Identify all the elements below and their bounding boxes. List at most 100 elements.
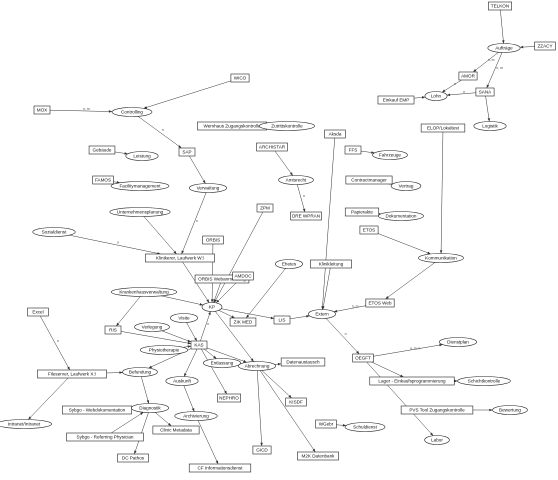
node-nephro[interactable]: NEPHRO xyxy=(217,393,241,403)
node-physiotherapie[interactable]: Physiotherapie xyxy=(139,345,189,355)
node-cf_information[interactable]: CF Informationsdienst xyxy=(188,463,252,473)
node-fahrzeuge[interactable]: Fahrzeuge xyxy=(372,150,408,160)
node-amdoc[interactable]: AMDOC xyxy=(232,271,254,281)
edge-line xyxy=(183,385,195,412)
node-contractmanager[interactable]: Contractmanager xyxy=(345,175,393,185)
node-dienstplan[interactable]: Dienstplan xyxy=(438,337,478,347)
edge-line xyxy=(257,370,263,447)
node-dc_pathos[interactable]: DC Pathos xyxy=(117,453,149,463)
node-m2k[interactable]: M2K Datenbank xyxy=(297,451,339,461)
edge-label: n xyxy=(207,322,209,326)
node-zik_med[interactable]: ZIK MED xyxy=(229,317,257,327)
edge-line xyxy=(154,412,172,427)
node-zpm[interactable]: ZPM xyxy=(256,203,274,213)
node-orbis[interactable]: ORBIS xyxy=(202,235,224,245)
node-archistar[interactable]: ARCHISTAR xyxy=(256,142,288,152)
node-wgebr[interactable]: WGebr xyxy=(315,419,337,429)
node-verlegung[interactable]: Verlegung xyxy=(134,322,170,332)
node-visite[interactable]: Visite xyxy=(170,313,198,323)
node-leistung[interactable]: Leistung xyxy=(125,151,159,161)
node-etos_web[interactable]: ETOS Web xyxy=(365,298,395,308)
node-clinic_meta[interactable]: Clinic Metadata xyxy=(152,425,200,435)
node-auftraege[interactable]: Aufträge xyxy=(487,43,521,53)
node-elop[interactable]: ELOP/Lokaltest xyxy=(420,123,466,133)
node-ris[interactable]: RIS xyxy=(104,325,122,335)
node-fileserver[interactable]: Fileserver, Laufwerk X:\ xyxy=(37,369,107,379)
node-box xyxy=(359,225,379,235)
node-gicd[interactable]: GICD xyxy=(252,445,272,455)
edge-line xyxy=(181,192,207,255)
node-kas[interactable]: KAS xyxy=(190,340,208,350)
node-lager[interactable]: Lager - Einkaufsprogrammierung xyxy=(369,376,455,386)
node-kommunikation[interactable]: Kommunikation xyxy=(418,253,464,263)
node-kliniker[interactable]: Klinikerer, Laufwerk W:\ xyxy=(145,253,215,263)
node-papierakte[interactable]: Papierakte xyxy=(344,207,380,217)
node-dre_wpran[interactable]: DRE WPRAN xyxy=(290,211,322,221)
node-kisdf[interactable]: KISDF xyxy=(285,397,307,407)
node-aksda[interactable]: Aksda xyxy=(324,129,346,139)
edge-arrowhead xyxy=(421,96,426,99)
node-dokumentation[interactable]: Dokumentation xyxy=(378,211,424,221)
node-box xyxy=(190,340,208,350)
node-datenaustausch[interactable]: Datenaustausch xyxy=(280,357,326,367)
node-ffs[interactable]: FFS xyxy=(344,145,362,155)
node-oegft[interactable]: OEGFT xyxy=(352,353,374,363)
edge-aksda-extern xyxy=(321,137,335,310)
edge-line xyxy=(69,234,161,255)
node-sybgo_web[interactable]: Sybgo - Webdokumentation xyxy=(62,405,132,415)
node-abrechnung[interactable]: Abrechnung xyxy=(237,361,277,371)
node-schuldienst[interactable]: Schuldienst xyxy=(344,422,386,432)
node-bewertung[interactable]: Bewertung xyxy=(492,405,528,415)
node-label: PVS Tool Zugangskontrolle xyxy=(409,408,465,413)
node-lis[interactable]: LIS xyxy=(273,315,291,325)
node-klinikleitung[interactable]: Klinikleitung xyxy=(310,259,352,269)
edge-line xyxy=(214,211,264,303)
node-entlassung[interactable]: Entlassung xyxy=(202,358,242,368)
node-box xyxy=(178,147,196,157)
node-famos[interactable]: FAMOS xyxy=(92,175,114,185)
node-label: FFS xyxy=(349,148,358,153)
node-pvs[interactable]: PVS Tool Zugangskontrolle xyxy=(400,405,474,415)
node-sozialdienst[interactable]: Sozialdienst xyxy=(32,227,76,237)
node-excel[interactable]: Excel xyxy=(27,307,49,317)
edge-zpm-kp xyxy=(214,211,264,303)
edge-arrowhead xyxy=(489,408,493,412)
node-controlling[interactable]: Controlling xyxy=(111,107,153,117)
node-zzacy[interactable]: ZZACY xyxy=(534,41,556,51)
node-label: SANA xyxy=(479,90,492,95)
node-auskunft[interactable]: Auskunft xyxy=(165,376,199,386)
node-amtsrecht[interactable]: Amtsrecht xyxy=(278,175,314,185)
node-sap[interactable]: SAP xyxy=(178,147,196,157)
node-befundung[interactable]: Befundung xyxy=(122,367,158,377)
edge-arrowhead xyxy=(501,40,505,44)
node-sana[interactable]: SANA xyxy=(475,87,495,97)
node-wico[interactable]: WICO xyxy=(230,73,250,83)
node-intranet[interactable]: Intranet/Intranet xyxy=(0,419,52,429)
node-telkon[interactable]: TELKON xyxy=(488,1,512,11)
node-gebaeude[interactable]: Gebäude xyxy=(88,145,116,155)
node-einkauf_emp[interactable]: Einkauf EMP xyxy=(377,95,415,105)
node-vertrag[interactable]: Vertrag xyxy=(390,181,422,191)
node-lohn[interactable]: Lohn xyxy=(424,91,448,101)
node-label: Verlegung xyxy=(142,325,163,330)
node-amor[interactable]: AMOR xyxy=(458,71,478,81)
node-labor[interactable]: Labor xyxy=(424,435,450,445)
node-logistik[interactable]: Logistik xyxy=(473,121,507,131)
node-sybgo_ref[interactable]: Sybgo - Referring Physician xyxy=(66,432,144,442)
node-facility[interactable]: Facilitymanagement xyxy=(110,181,170,191)
node-diagnostik[interactable]: Diagnostik xyxy=(130,403,170,413)
node-zutrittskontrolle[interactable]: Zutrittskontrolle xyxy=(259,121,315,131)
node-wemhaus[interactable]: Wemhaus Zugangskontrolle xyxy=(197,121,267,131)
node-ehetes[interactable]: Ehetes xyxy=(275,259,303,269)
node-verwaltung[interactable]: Verwaltung xyxy=(188,183,228,193)
node-kp[interactable]: KP xyxy=(201,302,223,312)
node-schichtkontrolle[interactable]: Schichtkontrolle xyxy=(457,376,511,386)
edge-line xyxy=(500,9,504,44)
node-mox[interactable]: MOX xyxy=(33,105,51,115)
node-archivierung[interactable]: Archivierung xyxy=(174,411,218,421)
node-extern[interactable]: Extern xyxy=(308,309,336,319)
node-etos[interactable]: ETOS xyxy=(359,225,379,235)
node-unternehmens[interactable]: Unternehmensplanung xyxy=(109,207,171,217)
edge-arrowhead xyxy=(288,394,292,398)
node-krankenhaus[interactable]: Krankenhausverwaltung xyxy=(110,287,178,297)
